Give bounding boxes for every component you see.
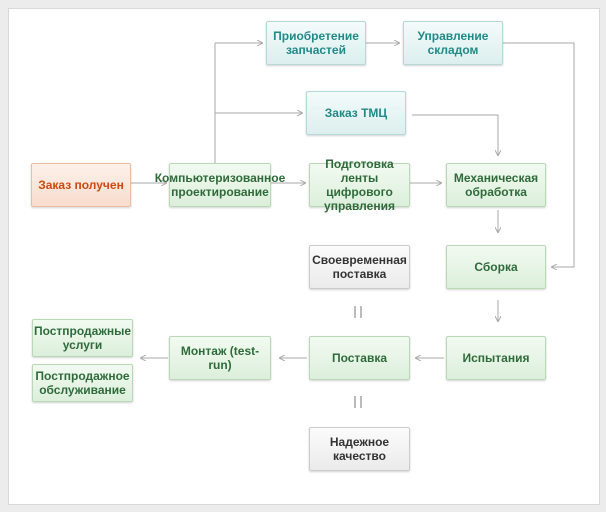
node-reliable-quality: Надежное качество [309,427,410,471]
node-parts-purchase: Приобретение запчастей [266,21,366,65]
node-materials-order: Заказ ТМЦ [306,91,406,135]
node-montage: Монтаж (test-run) [169,336,271,380]
node-nc-tape: Подготовка ленты цифрового управления [309,157,410,213]
node-timely-delivery: Своевременная поставка [309,245,410,289]
node-order-received: Заказ получен [31,163,131,207]
node-warehouse: Управление складом [403,21,503,65]
node-after-sales-maintenance: Постпродажное обслуживание [32,364,133,402]
node-machining: Механическая обработка [446,163,546,207]
node-delivery: Поставка [309,336,410,380]
node-assembly: Сборка [446,245,546,289]
node-cad: Компьютеризованное проектирование [155,163,285,207]
node-testing: Испытания [446,336,546,380]
node-after-sales-services: Постпродажные услуги [32,319,133,357]
